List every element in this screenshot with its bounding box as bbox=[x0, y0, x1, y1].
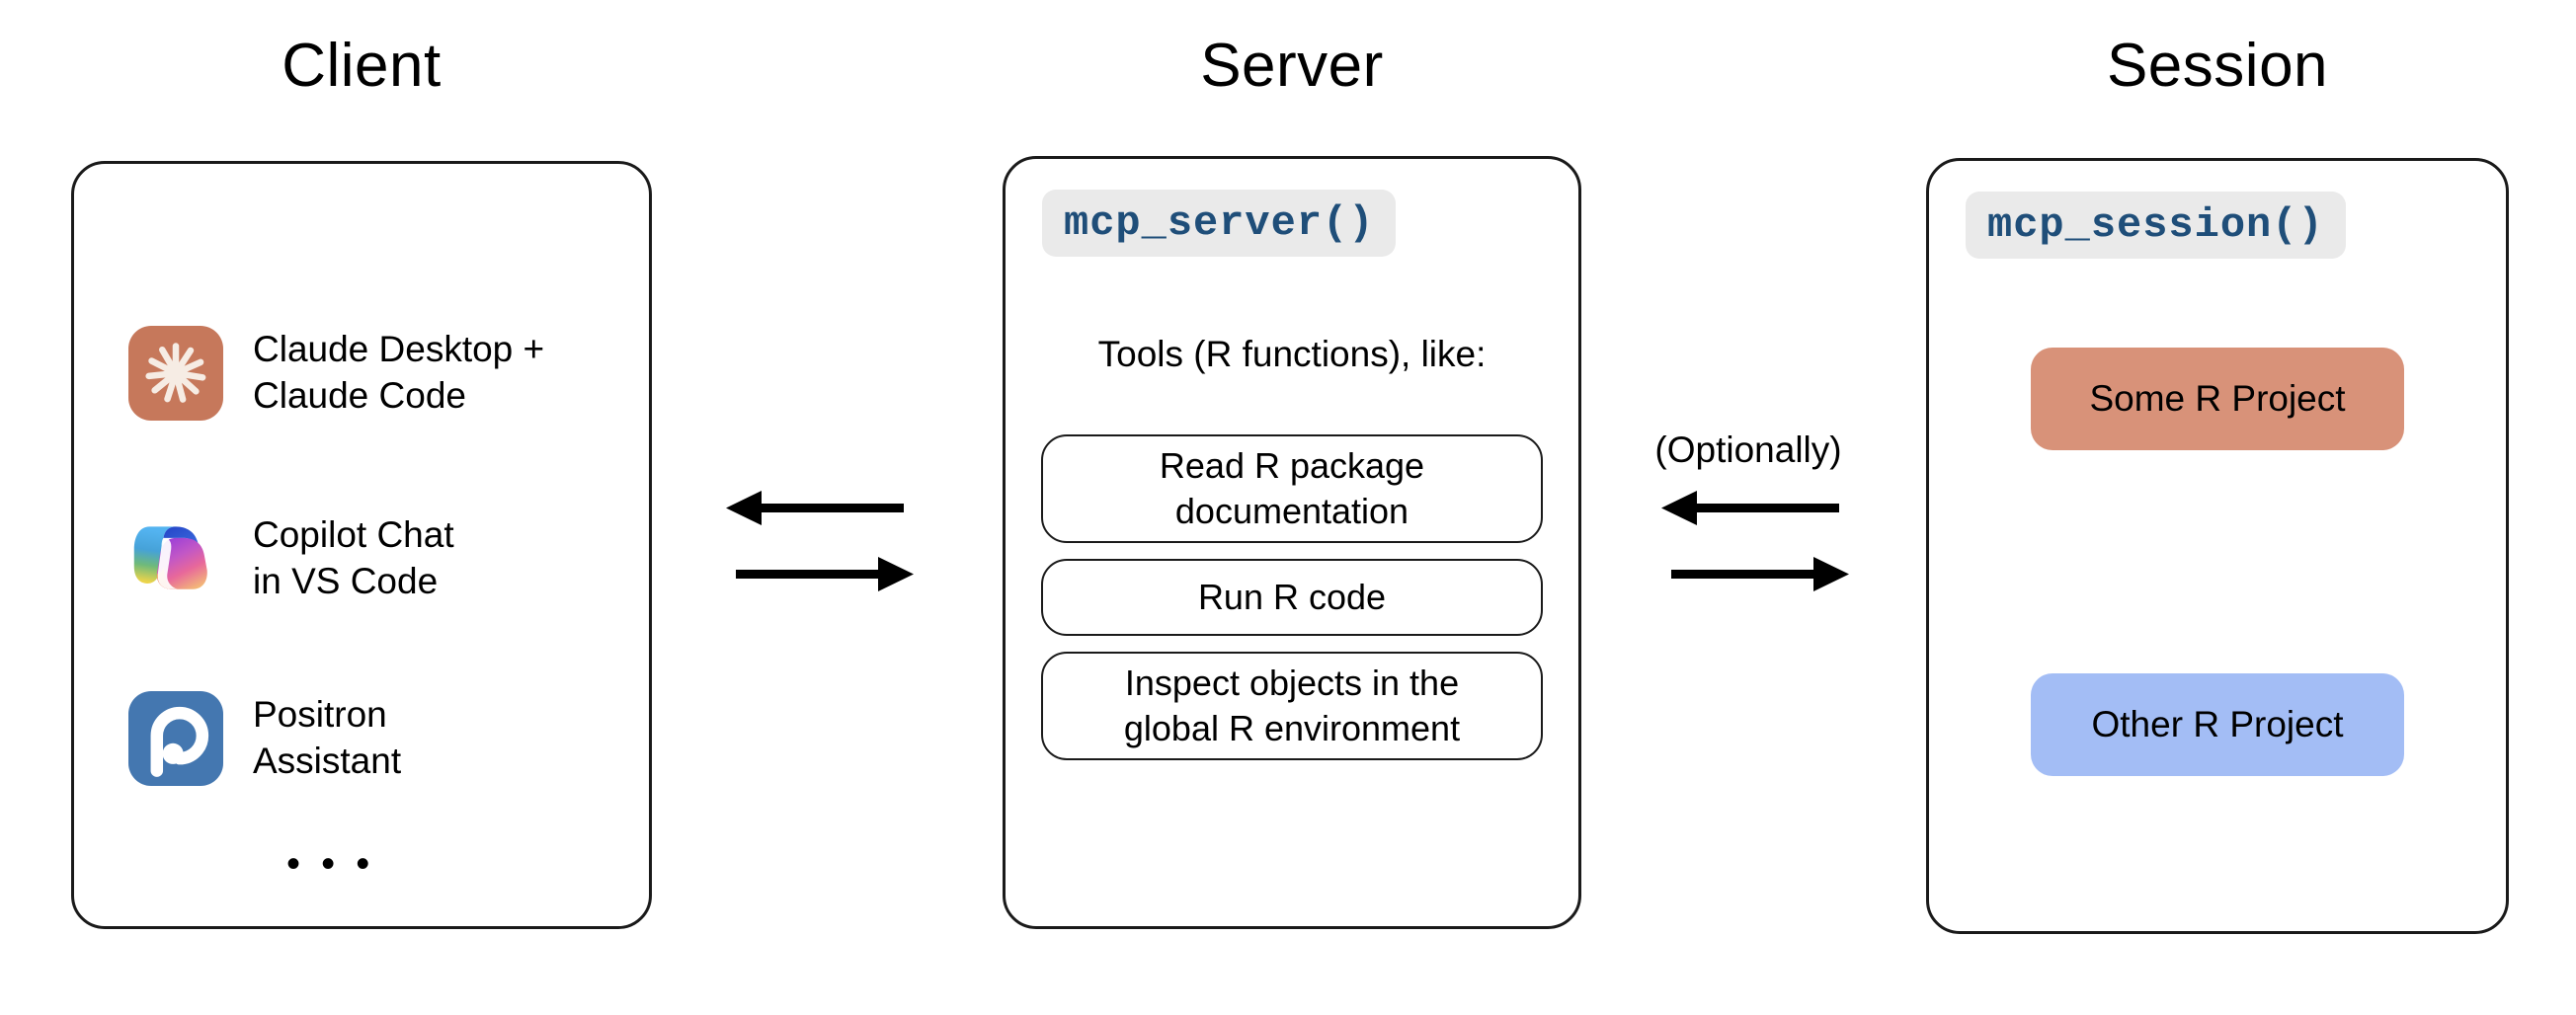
arrow-left-icon bbox=[1661, 491, 1839, 525]
column-title-session: Session bbox=[2106, 32, 2329, 100]
client-server-connector bbox=[726, 491, 914, 591]
session-project-chip[interactable]: Some R Project bbox=[2031, 348, 2404, 450]
client-item-label: Positron Assistant bbox=[253, 694, 402, 781]
server-code-label: mcp_server() bbox=[1042, 190, 1397, 257]
session-project-chip[interactable]: Other R Project bbox=[2031, 673, 2404, 776]
client-list-ellipsis: • • • bbox=[286, 842, 375, 886]
optionally-label: (Optionally) bbox=[1654, 429, 1842, 470]
tool-box[interactable]: Run R code bbox=[1041, 559, 1543, 636]
column-title-server: Server bbox=[1200, 32, 1384, 100]
column-title-client: Client bbox=[282, 32, 442, 100]
client-item-copilot: Copilot Chat in VS Code bbox=[128, 511, 454, 606]
arrow-right-icon bbox=[736, 557, 914, 591]
copilot-icon bbox=[133, 526, 207, 589]
arrow-right-icon bbox=[1671, 557, 1849, 591]
client-item-label: Copilot Chat in VS Code bbox=[253, 514, 454, 601]
server-session-connector bbox=[1661, 491, 1849, 591]
tool-box[interactable]: Read R package documentation bbox=[1041, 434, 1543, 543]
tool-box[interactable]: Inspect objects in the global R environm… bbox=[1041, 652, 1543, 760]
client-item-label: Claude Desktop + Claude Code bbox=[253, 329, 545, 416]
client-item-claude: Claude Desktop + Claude Code bbox=[128, 326, 544, 421]
arrow-left-icon bbox=[726, 491, 904, 525]
session-code-label: mcp_session() bbox=[1966, 192, 2346, 259]
server-tools-caption: Tools (R functions), like: bbox=[1097, 334, 1487, 374]
positron-icon bbox=[128, 691, 223, 786]
session-panel bbox=[1926, 158, 2509, 934]
client-item-positron: Positron Assistant bbox=[128, 691, 401, 786]
claude-icon bbox=[128, 326, 223, 421]
